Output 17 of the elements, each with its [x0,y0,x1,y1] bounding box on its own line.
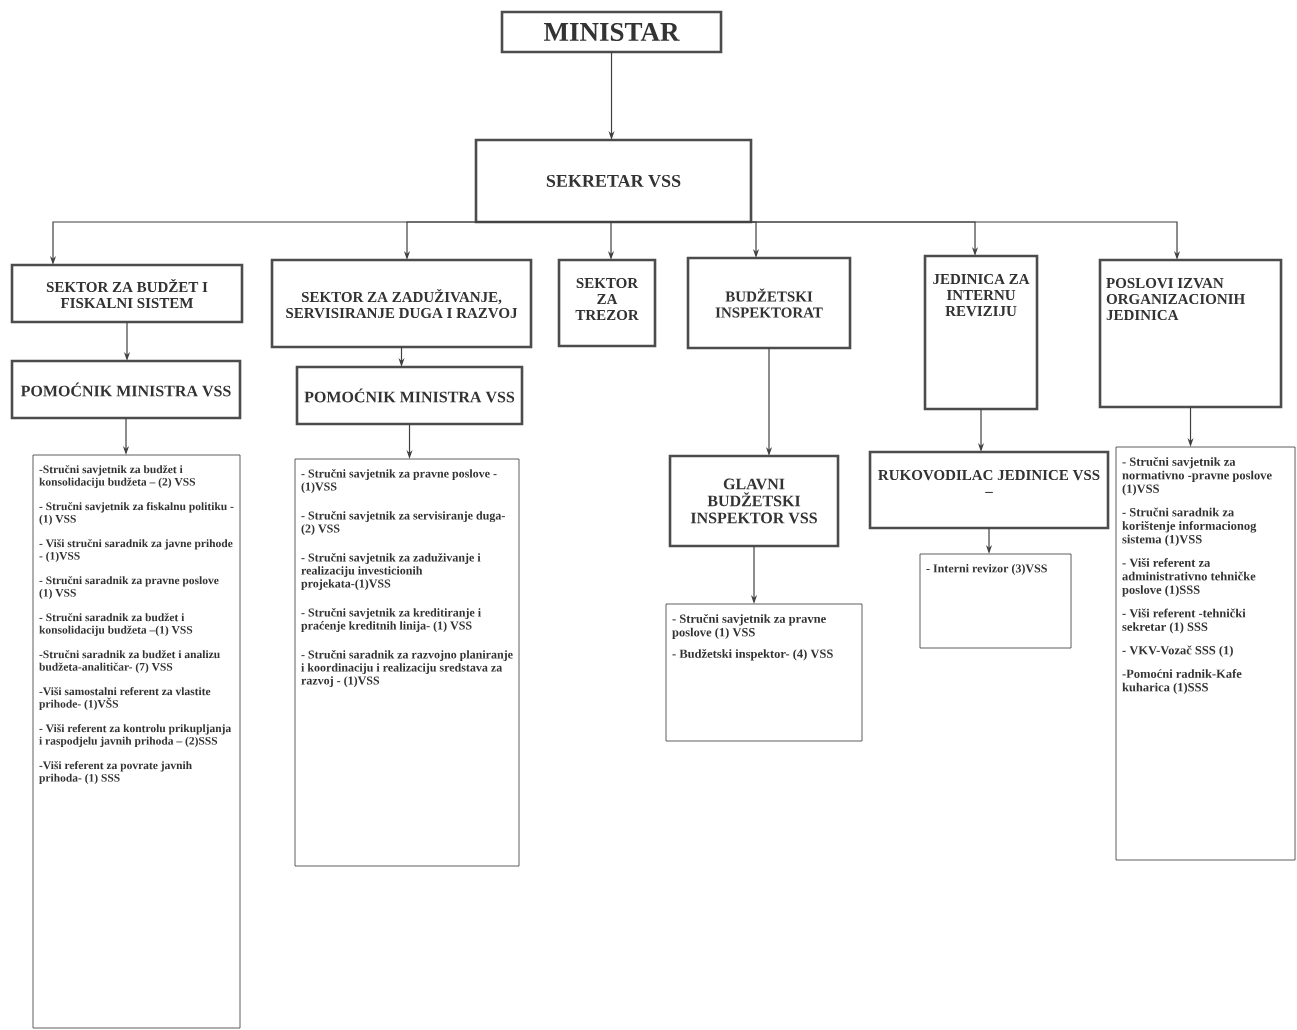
position-list-box: - Stručni savjetnik za pravne poslove (1) VSS - Budžetski inspektor- (4) VSS [665,603,863,742]
position-list-box: - Stručni savjetnik za normativno -pravne poslove (1)VSS - Stručni saradnik za korištenje informacionog sistema (1)VSS - Viši referent za administrativno tehničke poslove (1)SSS - Viši referent -tehnički sekretar (1) SSS - VKV-Vozač SSS (1) -Pomoćni radnik-Kafe kuharica (1)SSS [1115,446,1296,861]
org-unit-box: MINISTAR [500,10,723,54]
org-unit-box: POMOĆNIK MINISTRA VSS [10,359,242,420]
org-unit-box: SEKRETAR VSS [474,138,753,224]
org-unit-box: SEKTOR ZA ZADUŽIVANJE, SERVISIRANJE DUGA I RAZVOJ [270,258,533,349]
org-unit-box: SEKTOR ZA TREZOR [557,258,657,348]
position-list-box: - Interni revizor (3)VSS [919,553,1072,649]
org-unit-box: RUKOVODILAC JEDINICE VSS – [868,450,1110,530]
position-list-box: -Stručni savjetnik za budžet i konsolidaciju budžeta – (2) VSS - Stručni savjetnik za fiskalnu politiku - (1) VSS - Viši stručni saradnik za javne prihode - (1)VSS - Stručni saradnik za pravne poslove (1) VSS - Stručni saradnik za budžet i konsolidaciju budžeta –(1) VSS -Stručni saradnik za budžet i analizu budžeta-analitičar- (7) VSS -Viši samostalni referent za vlastite prihode- (1)VŠS - Viši referent za kontrolu prikupljanja i raspodjelu javnih prihoda – (2)SSS -Viši referent za povrate javnih prihoda- (1) SSS [32,454,241,1029]
org-unit-box: SEKTOR ZA BUDŽET I FISKALNI SISTEM [10,263,244,324]
org-unit-box: GLAVNI BUDŽETSKI INSPEKTOR VSS [668,454,840,548]
org-unit-box: BUDŽETSKI INSPEKTORAT [686,256,852,350]
position-list-box: - Stručni savjetnik za pravne poslove - (1)VSS - Stručni savjetnik za servisiranje duga- (2) VSS - Stručni savjetnik za zaduživanje i realizaciju investicionih projekata-(1)VSS - Stručni savjetnik za kreditiranje i praćenje kreditnih linija- (1) VSS - Stručni saradnik za razvojno planiranje i koordinaciju i realizaciju sredstava za razvoj - (1)VSS [294,458,520,867]
org-unit-box: POMOĆNIK MINISTRA VSS [295,365,524,426]
org-unit-box: POSLOVI IZVAN ORGANIZACIONIH JEDINICA [1098,258,1283,409]
org-unit-box: JEDINICA ZA INTERNU REVIZIJU [923,254,1039,411]
